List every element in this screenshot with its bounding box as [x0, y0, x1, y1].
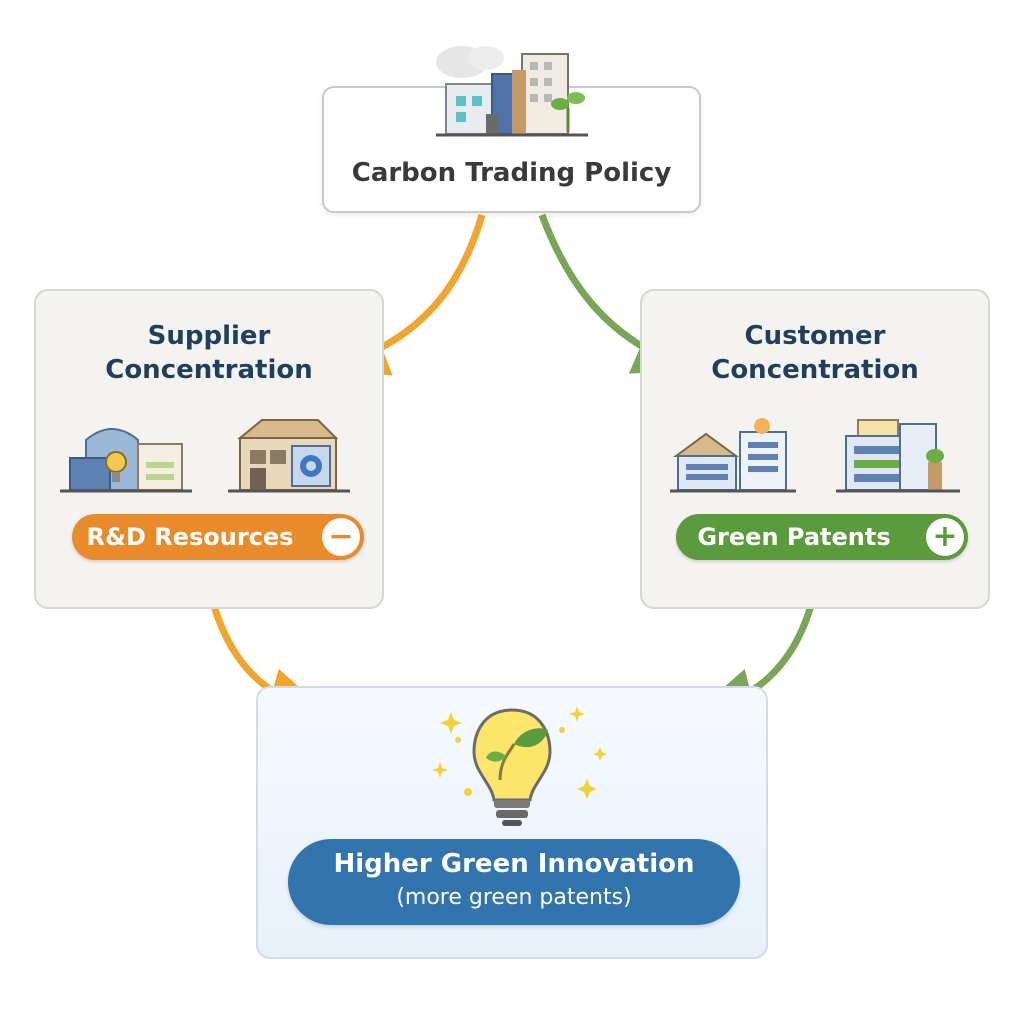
rd-resources-label: R&D Resources [86, 523, 294, 551]
outcome-line2: (more green patents) [396, 885, 632, 910]
supplier-title-line2: Concentration [105, 355, 313, 385]
supplier-title: Supplier Concentration [36, 319, 382, 387]
plus-icon: + [926, 518, 964, 556]
outcome-pill: Higher Green Innovation (more green pate… [288, 839, 740, 925]
rd-resources-pill: R&D Resources − [72, 514, 364, 560]
outcome-line1: Higher Green Innovation [333, 849, 695, 879]
customer-title-line2: Concentration [711, 355, 919, 385]
customer-title: Customer Concentration [642, 319, 988, 387]
green-patents-pill: Green Patents + [676, 514, 968, 560]
customer-title-line1: Customer [744, 321, 886, 351]
minus-icon: − [322, 518, 360, 556]
green-patents-label: Green Patents [697, 523, 891, 551]
supplier-title-line1: Supplier [147, 321, 271, 351]
policy-title: Carbon Trading Policy [351, 158, 672, 188]
